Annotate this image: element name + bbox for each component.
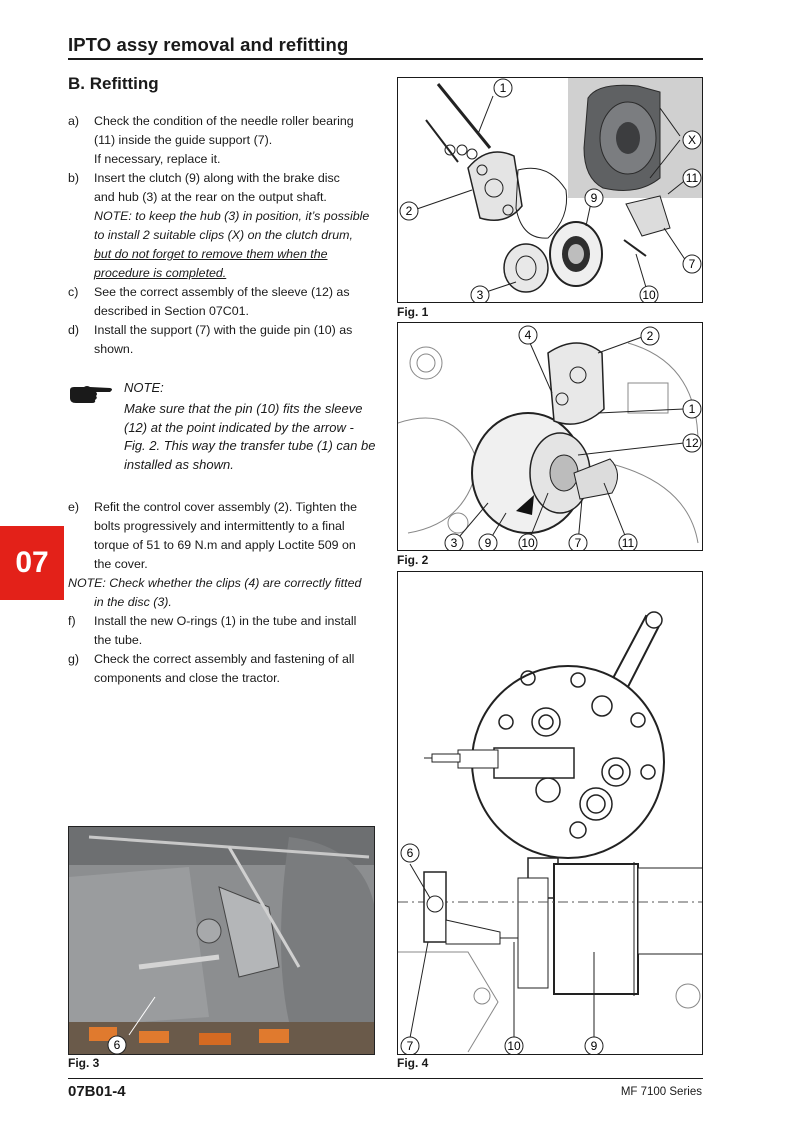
callout: 9: [591, 191, 598, 205]
refitting-steps-continued: e) Refit the control cover assembly (2).…: [68, 498, 376, 688]
step-note-line: NOTE: to keep the hub (3) in position, i…: [94, 209, 370, 223]
callout: 2: [406, 204, 413, 218]
figure-3-caption: Fig. 3: [68, 1056, 100, 1070]
pointing-hand-icon: [70, 386, 112, 403]
callout: 10: [507, 1039, 521, 1053]
clips-note: NOTE: Check whether the clips (4) are co…: [68, 574, 376, 612]
callout: X: [688, 133, 696, 147]
step-letter: e): [68, 500, 80, 514]
step-line: Install the new O-rings (1) in the tube …: [94, 614, 357, 628]
step-f: f) Install the new O-rings (1) in the tu…: [68, 612, 376, 650]
callout: 10: [642, 288, 656, 302]
step-b: b) Insert the clutch (9) along with the …: [68, 169, 376, 283]
step-line: the cover.: [94, 557, 148, 571]
step-line: See the correct assembly of the sleeve (…: [94, 285, 350, 299]
callout: 3: [451, 536, 458, 550]
step-a: a) Check the condition of the needle rol…: [68, 112, 376, 169]
callout: 1: [689, 402, 696, 416]
figure-1: 1 X 11 9 2 7 3 10: [397, 77, 703, 303]
step-e: e) Refit the control cover assembly (2).…: [68, 498, 376, 574]
callout: 3: [477, 288, 484, 302]
callout: 9: [591, 1039, 598, 1053]
step-note-warning: procedure is completed.: [94, 266, 227, 280]
callout: 4: [525, 328, 532, 342]
callout: 11: [622, 536, 635, 550]
step-letter: c): [68, 285, 79, 299]
step-g: g) Check the correct assembly and fasten…: [68, 650, 376, 688]
figure-4: 6 7 10 9: [397, 571, 703, 1055]
step-line: Refit the control cover assembly (2). Ti…: [94, 500, 358, 514]
step-letter: a): [68, 114, 80, 128]
step-line: If necessary, replace it.: [94, 152, 221, 166]
section-heading: B. Refitting: [68, 74, 159, 93]
title-rule: [68, 58, 703, 60]
callout: 11: [686, 171, 699, 185]
step-letter: g): [68, 652, 80, 666]
step-line: components and close the tractor.: [94, 671, 280, 685]
step-note-warning: but do not forget to remove them when th…: [94, 247, 328, 261]
callout: 6: [407, 846, 414, 860]
callout: 2: [647, 329, 654, 343]
step-line: (11) inside the guide support (7).: [94, 133, 273, 147]
series-name: MF 7100 Series: [620, 1086, 702, 1098]
callout: 1: [500, 81, 507, 95]
step-line: described in Section 07C01.: [94, 304, 249, 318]
chapter-tab: 07: [0, 526, 64, 600]
step-line: torque of 51 to 69 N.m and apply Loctite…: [94, 538, 356, 552]
callout: 6: [114, 1038, 121, 1052]
figure-2: 4 2 1 12 3 9 10 7 11: [397, 322, 703, 551]
step-line: shown.: [94, 342, 134, 356]
step-line: bolts progressively and intermittently t…: [94, 519, 345, 533]
step-line: Check the condition of the needle roller…: [94, 114, 354, 128]
step-letter: d): [68, 323, 80, 337]
support-assembly-diagram: 6 7 10 9: [398, 611, 702, 1054]
figure-4-caption: Fig. 4: [397, 1056, 429, 1070]
step-line: Install the support (7) with the guide p…: [94, 323, 353, 337]
step-letter: f): [68, 614, 76, 628]
refitting-steps: a) Check the condition of the needle rol…: [68, 112, 376, 359]
page-number: 07B01-4: [68, 1083, 126, 1100]
figure-2-caption: Fig. 2: [397, 553, 429, 567]
step-c: c) See the correct assembly of the sleev…: [68, 283, 376, 321]
callout: 7: [689, 257, 696, 271]
callout: 7: [575, 536, 582, 550]
page-title: IPTO assy removal and refitting: [68, 34, 349, 55]
note-label: NOTE:: [124, 380, 164, 395]
step-line: the tube.: [94, 633, 143, 647]
callout: 7: [407, 1039, 414, 1053]
tractor-photo: 6: [69, 827, 374, 1054]
assembly-position-diagram: 4 2 1 12 3 9 10 7 11: [398, 325, 702, 550]
figure-3: 6: [68, 826, 375, 1055]
step-letter: b): [68, 171, 80, 185]
step-d: d) Install the support (7) with the guid…: [68, 321, 376, 359]
callout: 12: [685, 436, 699, 450]
exploded-clutch-diagram: 1 X 11 9 2 7 3 10: [399, 78, 702, 302]
step-line: Check the correct assembly and fastening…: [94, 652, 355, 666]
figure-1-caption: Fig. 1: [397, 305, 429, 319]
callout: 9: [485, 536, 492, 550]
note-line: NOTE: Check whether the clips (4) are co…: [68, 576, 362, 590]
note-text: Make sure that the pin (10) fits the sle…: [124, 401, 376, 472]
callout: 10: [521, 536, 535, 550]
step-line: and hub (3) at the rear on the output sh…: [94, 190, 327, 204]
footer-rule: [68, 1078, 703, 1079]
step-note-line: to install 2 suitable clips (X) on the c…: [94, 228, 353, 242]
step-line: Insert the clutch (9) along with the bra…: [94, 171, 340, 185]
note-line: in the disc (3).: [94, 595, 172, 609]
